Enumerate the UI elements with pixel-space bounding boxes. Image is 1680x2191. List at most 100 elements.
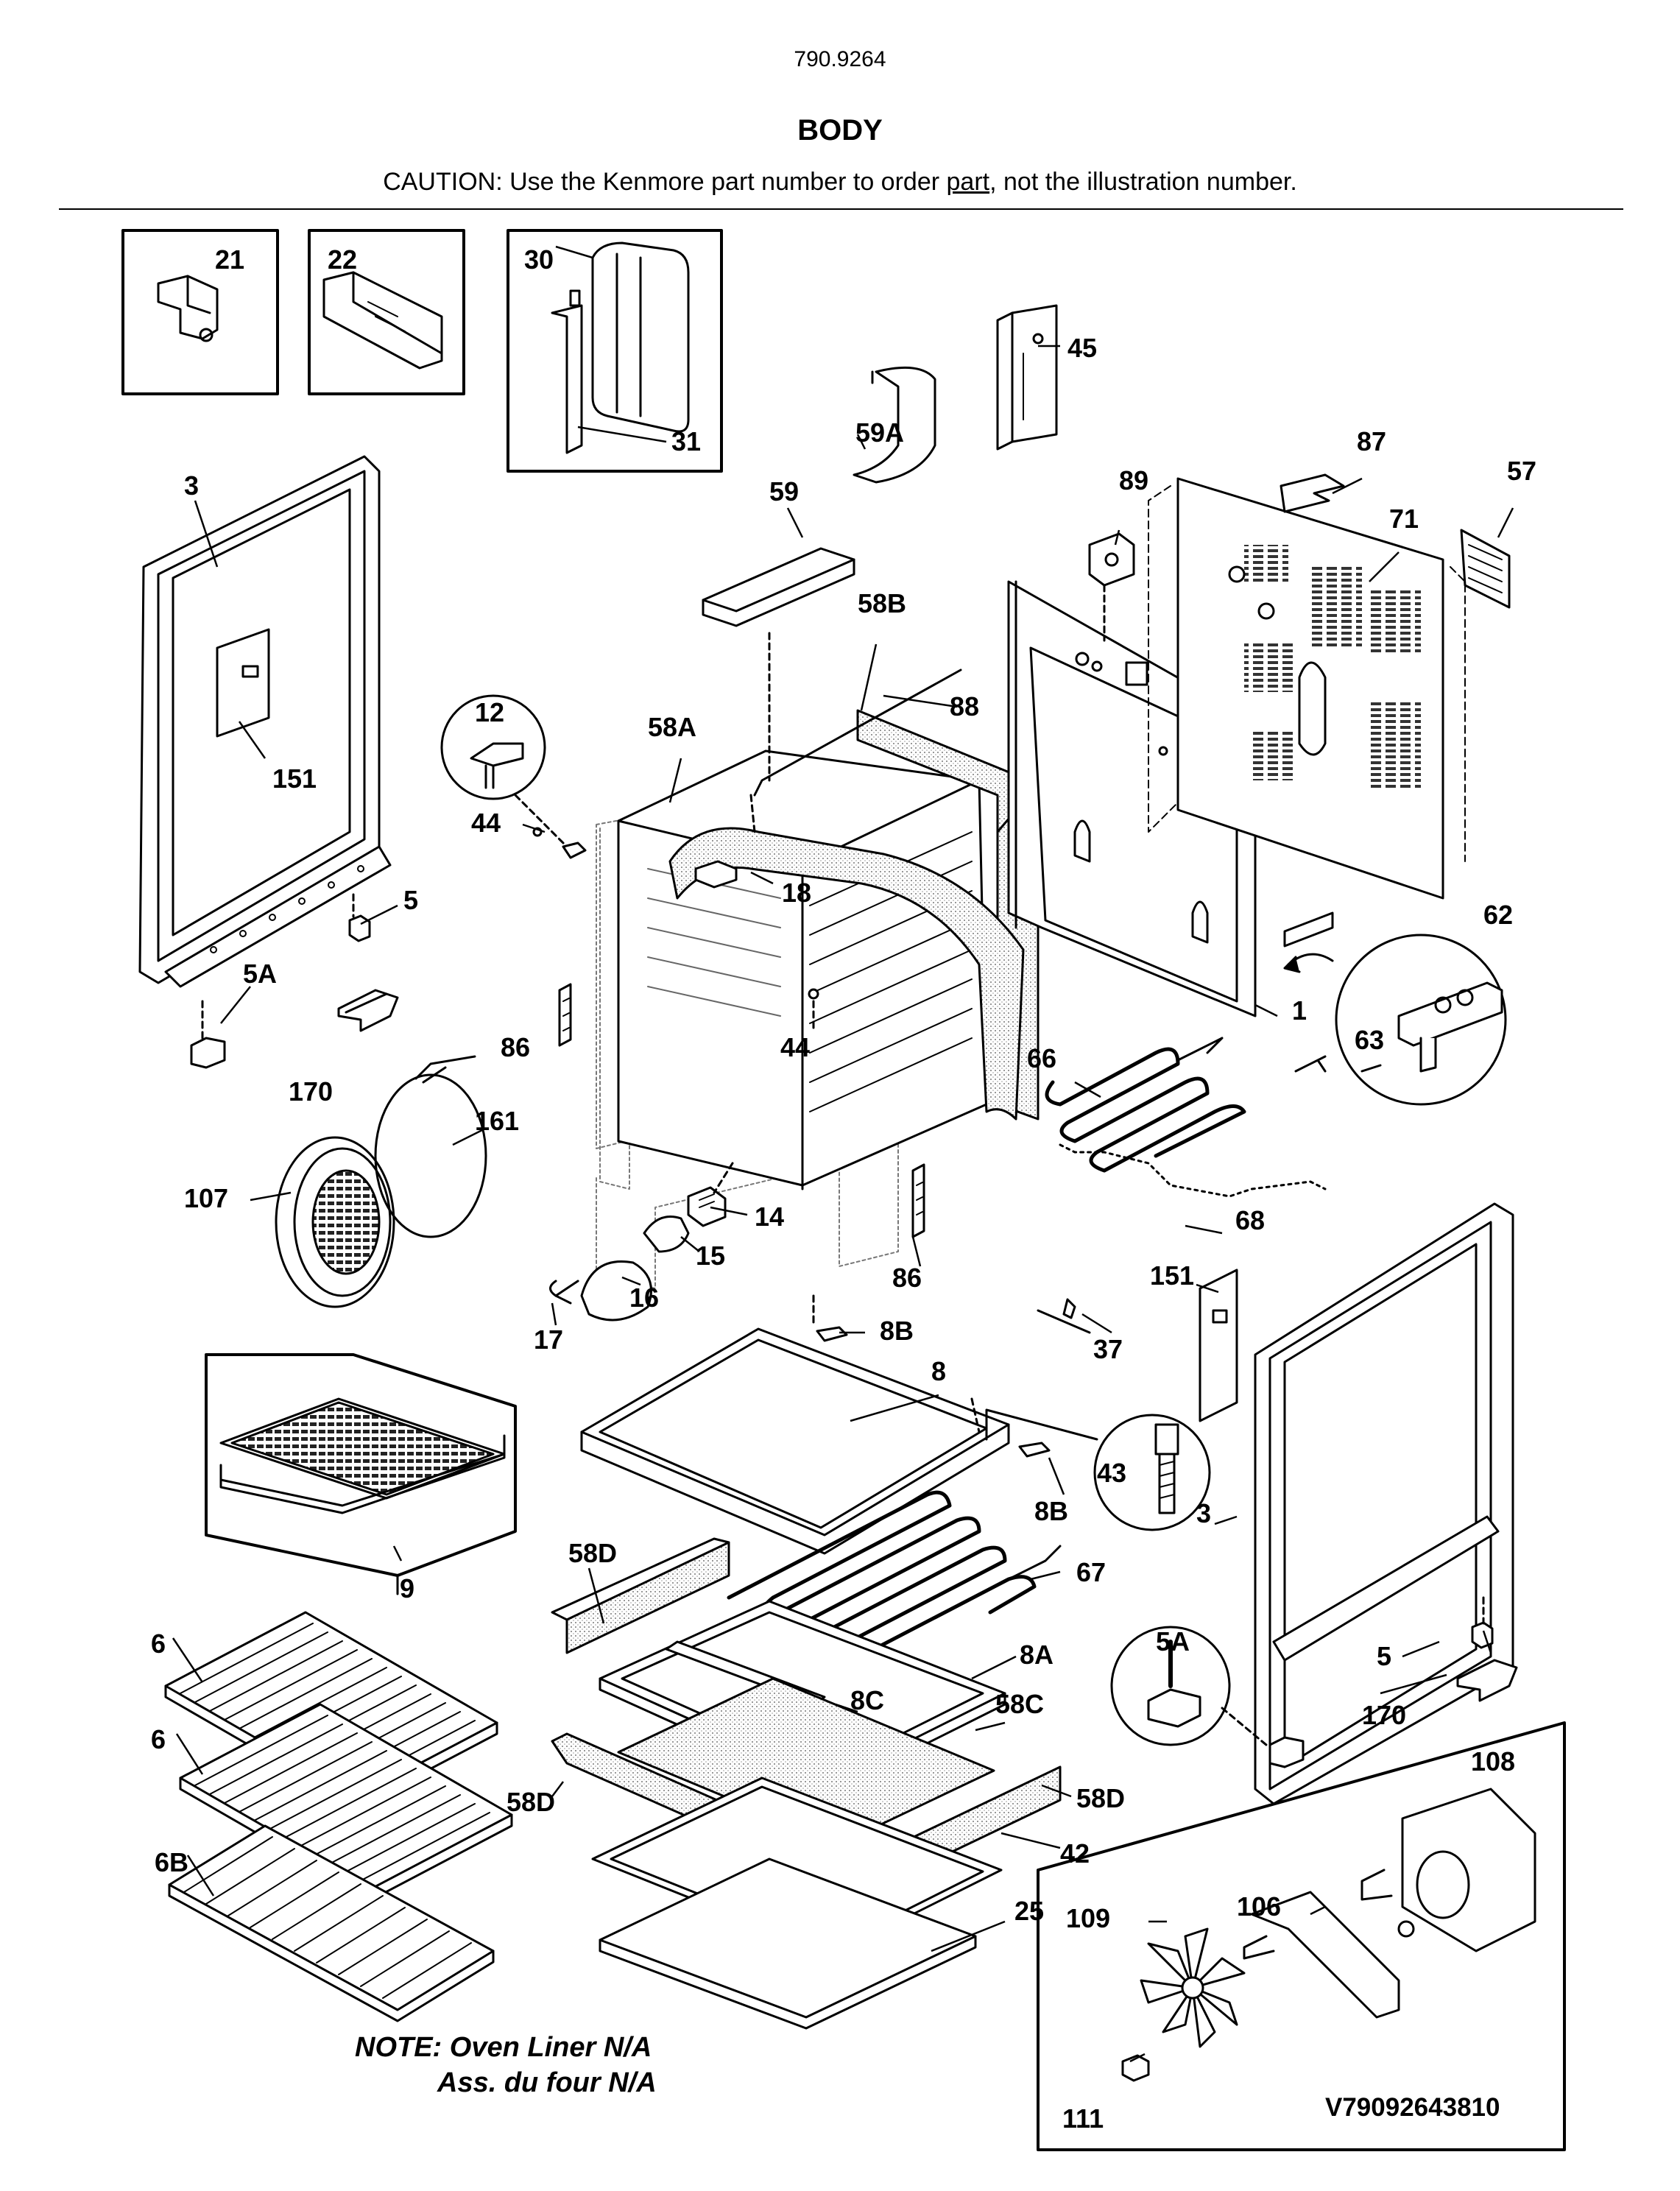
- inset-circle-43: [985, 1408, 1211, 1531]
- callout-21: 21: [215, 244, 244, 275]
- callout-86-right: 86: [892, 1263, 922, 1293]
- callout-15: 15: [696, 1241, 725, 1271]
- side-bracket-86-left: [558, 983, 572, 1047]
- callout-59: 59: [769, 476, 799, 507]
- callout-151-right: 151: [1150, 1260, 1194, 1291]
- callout-37: 37: [1093, 1334, 1123, 1364]
- rear-cover-71: [1148, 477, 1466, 900]
- oven-liner-58A: [617, 749, 988, 1190]
- callout-58A: 58A: [648, 712, 696, 742]
- callout-170-right: 170: [1362, 1700, 1406, 1730]
- callout-58B: 58B: [858, 588, 906, 618]
- inset-box-30-31: [507, 229, 723, 473]
- fan-cover-107: [275, 1136, 395, 1308]
- callout-107: 107: [184, 1183, 228, 1213]
- callout-71: 71: [1389, 504, 1419, 534]
- callout-58D-top: 58D: [568, 1538, 617, 1568]
- callout-44-top: 44: [471, 808, 501, 838]
- callout-6-b: 6: [151, 1724, 166, 1754]
- callout-87: 87: [1357, 426, 1386, 456]
- callout-42: 42: [1060, 1838, 1090, 1869]
- callout-8C: 8C: [850, 1685, 884, 1715]
- note-line-2: Ass. du four N/A: [437, 2067, 657, 2098]
- bracket-170-left: [337, 989, 399, 1032]
- duct-59A: [853, 366, 936, 484]
- oven-bottom-8: [580, 1327, 1010, 1555]
- gasket-161: [374, 1055, 487, 1238]
- callout-17: 17: [534, 1324, 563, 1355]
- caution-suffix: , not the illustration number.: [989, 168, 1297, 196]
- callout-8A: 8A: [1020, 1640, 1053, 1670]
- callout-170-left: 170: [289, 1076, 333, 1107]
- callout-14: 14: [755, 1202, 784, 1232]
- callout-30: 30: [524, 244, 554, 275]
- light-assembly: [549, 1162, 734, 1322]
- callout-3-right: 3: [1196, 1498, 1211, 1528]
- model-number: 790.9264: [794, 47, 886, 71]
- leveling-leg-left: [190, 893, 371, 1069]
- callout-3-left: 3: [184, 470, 199, 501]
- callout-108: 108: [1471, 1746, 1515, 1777]
- inset-box-22: [308, 229, 465, 395]
- callout-58D-right: 58D: [1076, 1783, 1125, 1813]
- callout-12: 12: [475, 697, 504, 727]
- bottom-panel-25: [599, 1857, 977, 2030]
- callout-22: 22: [328, 244, 357, 275]
- callout-57: 57: [1507, 456, 1536, 486]
- cover-45: [996, 304, 1058, 451]
- callout-9: 9: [400, 1573, 414, 1603]
- callout-86-left: 86: [501, 1032, 530, 1062]
- caution-link[interactable]: part: [946, 168, 990, 196]
- plate-87: [1280, 473, 1345, 513]
- callout-18: 18: [782, 878, 811, 908]
- wire-37: [1037, 1298, 1091, 1334]
- bracket-89: [1088, 532, 1135, 642]
- callout-68: 68: [1235, 1205, 1265, 1235]
- callout-66: 66: [1027, 1043, 1056, 1073]
- callout-106: 106: [1237, 1891, 1281, 1922]
- callout-8: 8: [931, 1356, 946, 1386]
- callout-16: 16: [629, 1283, 659, 1313]
- clip-8B-bottom: [1018, 1442, 1051, 1458]
- callout-31: 31: [671, 426, 701, 456]
- section-title: BODY: [797, 114, 883, 147]
- wire-88: [749, 668, 962, 833]
- callout-5-right: 5: [1377, 1641, 1391, 1671]
- left-side-panel: [138, 455, 392, 988]
- bracket-18: [694, 860, 738, 889]
- callout-89: 89: [1119, 465, 1148, 495]
- callout-109: 109: [1066, 1903, 1110, 1933]
- callout-58D-left: 58D: [507, 1787, 555, 1817]
- callout-8B-top: 8B: [880, 1316, 914, 1346]
- callout-8B-bottom: 8B: [1034, 1496, 1068, 1526]
- inset-circle-62: [1283, 911, 1507, 1106]
- diagram-code: V79092643810: [1325, 2093, 1500, 2122]
- inset-convection-fan: [1037, 1721, 1566, 2151]
- callout-25: 25: [1014, 1896, 1044, 1926]
- clip-8B-top: [812, 1294, 848, 1342]
- inset-circle-5A-right: [1110, 1626, 1305, 1768]
- note-line-1: NOTE: Oven Liner N/A: [355, 2032, 652, 2063]
- caution-prefix: CAUTION: Use the Kenmore part number to …: [383, 168, 947, 196]
- callout-1: 1: [1292, 995, 1307, 1026]
- callout-62: 62: [1483, 900, 1513, 930]
- insulation-58D-top: [551, 1537, 730, 1654]
- screw-44-mid: [808, 988, 819, 1032]
- callout-5A-right: 5A: [1156, 1626, 1190, 1657]
- bracket-151-right: [1199, 1269, 1238, 1422]
- heating-element-66: [1045, 1037, 1246, 1173]
- wire-68: [1059, 1055, 1327, 1198]
- callout-5A-left: 5A: [243, 959, 277, 989]
- inset-broiler-pan-9: [205, 1353, 517, 1595]
- right-side-panel: [1254, 1202, 1514, 1805]
- header-divider: [59, 208, 1623, 210]
- callout-45: 45: [1067, 333, 1097, 363]
- callout-88: 88: [950, 691, 979, 721]
- callout-63: 63: [1355, 1025, 1384, 1055]
- callout-6B: 6B: [155, 1847, 188, 1877]
- callout-6-a: 6: [151, 1629, 166, 1659]
- duct-59: [702, 547, 855, 782]
- side-bracket-86-right: [911, 1163, 925, 1238]
- inset-box-21: [121, 229, 279, 395]
